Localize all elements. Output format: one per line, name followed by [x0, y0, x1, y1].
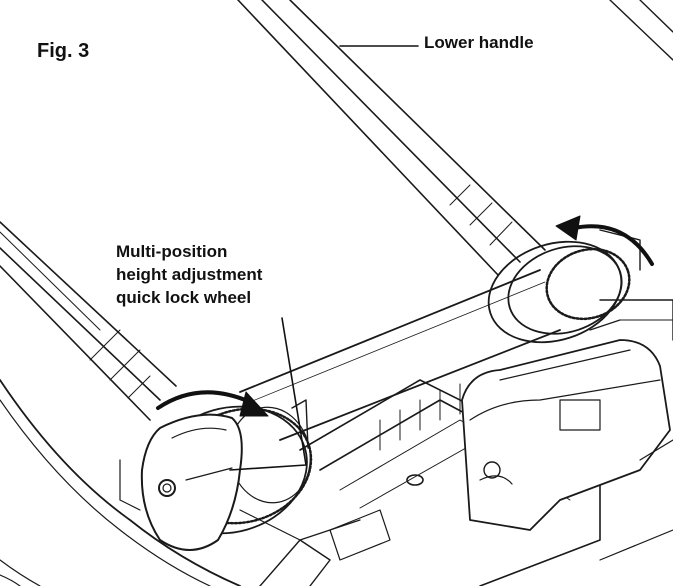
left-handle-tube	[0, 221, 241, 586]
wheel-leader	[229, 317, 307, 471]
rear-wheel-edge	[0, 559, 41, 586]
figure-number-label: Fig. 3	[37, 40, 90, 62]
right-lock-wheel	[487, 229, 641, 344]
rotation-arrow-left	[156, 390, 269, 417]
lock-wheel-callout-line3: quick lock wheel	[116, 288, 252, 307]
cam-lever	[461, 299, 673, 561]
left-knob	[140, 413, 243, 551]
leader-lines	[229, 45, 419, 471]
lock-wheel-callout-line2: height adjustment	[116, 265, 263, 284]
lock-wheel-callout: Multi-position height adjustment quick l…	[116, 240, 262, 309]
right-handle-tube	[0, 0, 673, 331]
lower-handle-callout: Lower handle	[424, 33, 534, 52]
lock-wheel-callout-line1: Multi-position	[116, 242, 228, 261]
rotation-arrow-right	[555, 215, 654, 266]
